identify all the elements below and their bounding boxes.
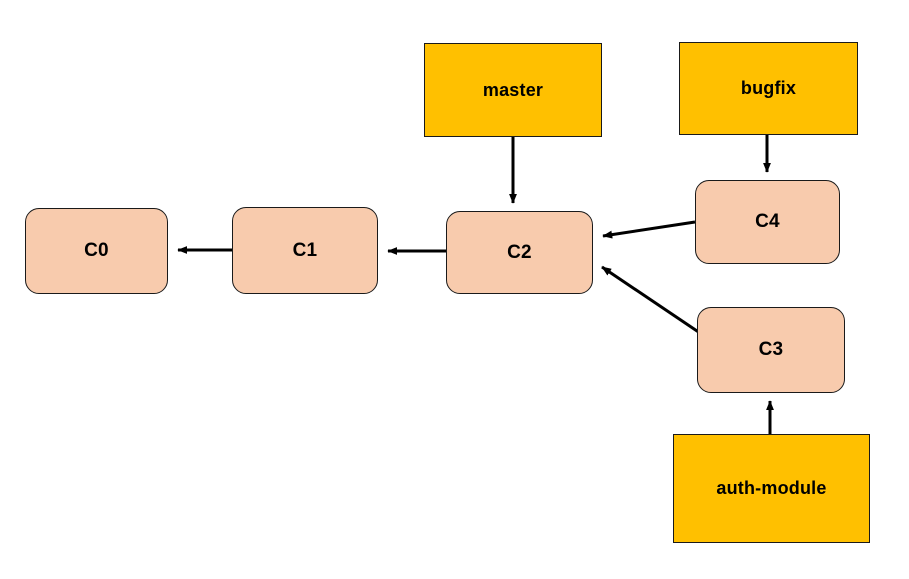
commit-node-c0[interactable]: C0: [25, 208, 168, 294]
commit-label-c4: C4: [755, 211, 780, 232]
commit-label-c3: C3: [758, 339, 784, 360]
branch-node-bugfix[interactable]: bugfix: [679, 42, 858, 135]
commit-node-c4[interactable]: C4: [695, 180, 840, 264]
commit-node-c3[interactable]: C3: [697, 307, 845, 393]
branch-node-master[interactable]: master: [424, 43, 602, 137]
commit-node-c2[interactable]: C2: [446, 211, 593, 294]
branch-node-auth-module[interactable]: auth-module: [673, 434, 870, 543]
edge-c4-to-c2: [602, 220, 696, 239]
edge-c3-to-c2: [601, 265, 701, 335]
commit-node-c1[interactable]: C1: [232, 207, 378, 294]
commit-label-c2: C2: [507, 241, 532, 263]
commit-label-c0: C0: [84, 240, 109, 261]
commit-label-c1: C1: [292, 239, 318, 261]
branch-label-master: master: [482, 79, 544, 100]
branch-label-bugfix: bugfix: [740, 78, 797, 98]
branch-label-auth-module: auth-module: [716, 478, 827, 498]
